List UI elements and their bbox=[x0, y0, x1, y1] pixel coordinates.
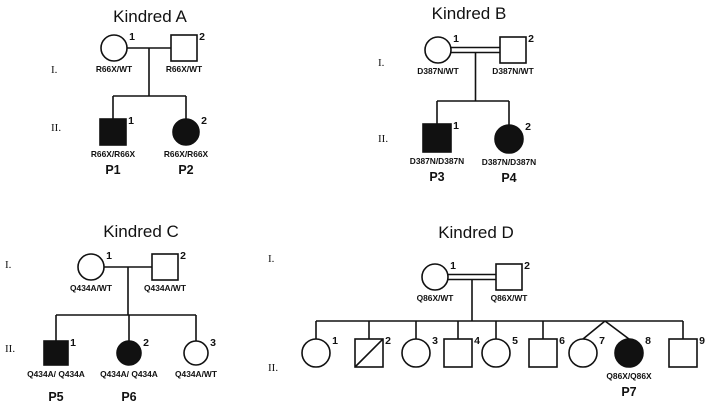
kindred-b-pedigree: Kindred BI.II.1D387N/WT2D387N/WT1D387N/D… bbox=[378, 4, 536, 185]
individual-number: 3 bbox=[210, 337, 216, 349]
generation-label: II. bbox=[378, 133, 388, 145]
individual-number: 6 bbox=[559, 335, 565, 347]
kindred-title: Kindred B bbox=[432, 4, 507, 23]
unaffected-male-symbol bbox=[443, 338, 473, 368]
individual-number: 2 bbox=[524, 260, 530, 272]
unaffected-male-symbol bbox=[528, 338, 558, 368]
patient-label: P7 bbox=[621, 385, 636, 399]
individual-number: 8 bbox=[645, 335, 651, 347]
kindred-title: Kindred D bbox=[438, 223, 514, 242]
affected-male-symbol bbox=[99, 118, 127, 146]
patient-label: P1 bbox=[105, 163, 120, 177]
unaffected-female-symbol bbox=[481, 338, 511, 368]
individual-number: 2 bbox=[199, 31, 205, 43]
genotype-label: Q434A/WT bbox=[175, 369, 218, 379]
patient-label: P5 bbox=[48, 390, 63, 404]
generation-label: I. bbox=[268, 253, 275, 265]
individual-number: 1 bbox=[129, 31, 135, 43]
unaffected-female-symbol bbox=[424, 36, 452, 64]
unaffected-female-symbol bbox=[77, 253, 105, 281]
individual-number: 4 bbox=[474, 335, 480, 347]
genotype-label: R66X/WT bbox=[166, 64, 203, 74]
unaffected-male-symbol bbox=[499, 36, 527, 64]
generation-label: I. bbox=[5, 259, 12, 271]
individual-number: 9 bbox=[699, 335, 705, 347]
genotype-label: D387N/WT bbox=[492, 66, 534, 76]
genotype-label: D387N/D387N bbox=[482, 157, 536, 167]
generation-label: I. bbox=[378, 57, 385, 69]
unaffected-female-symbol bbox=[301, 338, 331, 368]
genotype-label: Q86X/WT bbox=[491, 293, 529, 303]
deceased-slash bbox=[354, 338, 384, 368]
genotype-label: Q86X/Q86X bbox=[606, 371, 652, 381]
genotype-label: R66X/R66X bbox=[164, 149, 209, 159]
unaffected-male-symbol bbox=[495, 263, 523, 291]
affected-female-symbol bbox=[116, 340, 142, 366]
genotype-label: Q434A/ Q434A bbox=[100, 369, 158, 379]
affected-female-symbol bbox=[172, 118, 200, 146]
genotype-label: D387N/WT bbox=[417, 66, 459, 76]
unaffected-male-symbol bbox=[668, 338, 698, 368]
individual-number: 2 bbox=[528, 33, 534, 45]
kindred-c-pedigree: Kindred CI.II.1Q434A/WT2Q434A/WT1Q434A/ … bbox=[5, 222, 218, 404]
genotype-label: D387N/D387N bbox=[410, 156, 464, 166]
affected-female-symbol bbox=[614, 338, 644, 368]
individual-number: 1 bbox=[70, 337, 76, 349]
individual-number: 3 bbox=[432, 335, 438, 347]
individual-number: 2 bbox=[385, 335, 391, 347]
individual-number: 1 bbox=[128, 115, 134, 127]
unaffected-female-symbol bbox=[100, 34, 128, 62]
genotype-label: Q86X/WT bbox=[417, 293, 455, 303]
generation-label: II. bbox=[5, 343, 15, 355]
individual-number: 2 bbox=[201, 115, 207, 127]
unaffected-female-symbol bbox=[568, 338, 598, 368]
affected-female-symbol bbox=[494, 124, 524, 154]
genotype-label: R66X/R66X bbox=[91, 149, 136, 159]
individual-number: 2 bbox=[525, 121, 531, 133]
patient-label: P2 bbox=[178, 163, 193, 177]
generation-label: I. bbox=[51, 64, 58, 76]
individual-number: 1 bbox=[106, 250, 112, 262]
individual-number: 1 bbox=[450, 260, 456, 272]
individual-number: 2 bbox=[143, 337, 149, 349]
kindred-a-pedigree: Kindred AI.II.1R66X/WT2R66X/WT1R66X/R66X… bbox=[51, 7, 209, 177]
individual-number: 2 bbox=[180, 250, 186, 262]
genotype-label: Q434A/WT bbox=[144, 283, 187, 293]
affected-male-symbol bbox=[422, 123, 452, 153]
individual-number: 1 bbox=[453, 33, 459, 45]
generation-label: II. bbox=[51, 122, 61, 134]
kindred-title: Kindred A bbox=[113, 7, 187, 26]
unaffected-male-symbol bbox=[151, 253, 179, 281]
unaffected-female-symbol bbox=[401, 338, 431, 368]
individual-number: 1 bbox=[453, 120, 459, 132]
twin-line bbox=[582, 320, 606, 340]
genotype-label: R66X/WT bbox=[96, 64, 133, 74]
individual-number: 1 bbox=[332, 335, 338, 347]
individual-number: 7 bbox=[599, 335, 605, 347]
patient-label: P6 bbox=[121, 390, 136, 404]
patient-label: P4 bbox=[501, 171, 516, 185]
kindred-title: Kindred C bbox=[103, 222, 179, 241]
patient-label: P3 bbox=[429, 170, 444, 184]
unaffected-female-symbol bbox=[421, 263, 449, 291]
unaffected-female-symbol bbox=[183, 340, 209, 366]
unaffected-male-symbol bbox=[170, 34, 198, 62]
affected-male-symbol bbox=[43, 340, 69, 366]
genotype-label: Q434A/ Q434A bbox=[27, 369, 85, 379]
individual-number: 5 bbox=[512, 335, 518, 347]
genotype-label: Q434A/WT bbox=[70, 283, 113, 293]
twin-line bbox=[604, 320, 630, 340]
generation-label: II. bbox=[268, 362, 278, 374]
